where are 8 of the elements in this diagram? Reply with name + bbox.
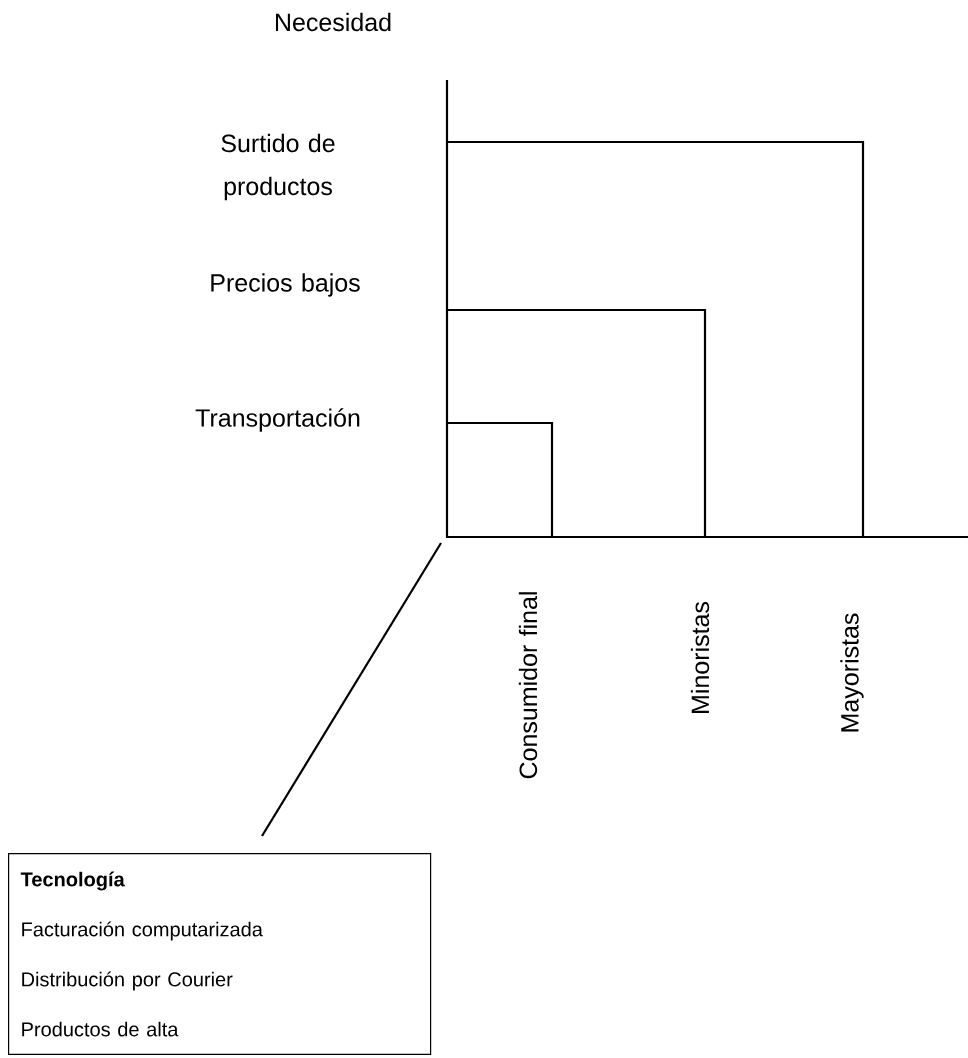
axis-label: Mayoristas bbox=[840, 613, 864, 732]
axis-label: Precios bajos bbox=[211, 273, 360, 297]
axis-label: Minoristas bbox=[690, 602, 710, 713]
text-box: Tecnología Facturación computarizada Distribución por Courier Productos de alta bbox=[8, 853, 432, 1056]
axis-label: Consumidor final bbox=[518, 592, 538, 779]
axis-label: Surtido de productos bbox=[221, 133, 335, 201]
axis-label: Transportación bbox=[195, 408, 360, 432]
axis-label: Necesidad bbox=[276, 12, 391, 32]
